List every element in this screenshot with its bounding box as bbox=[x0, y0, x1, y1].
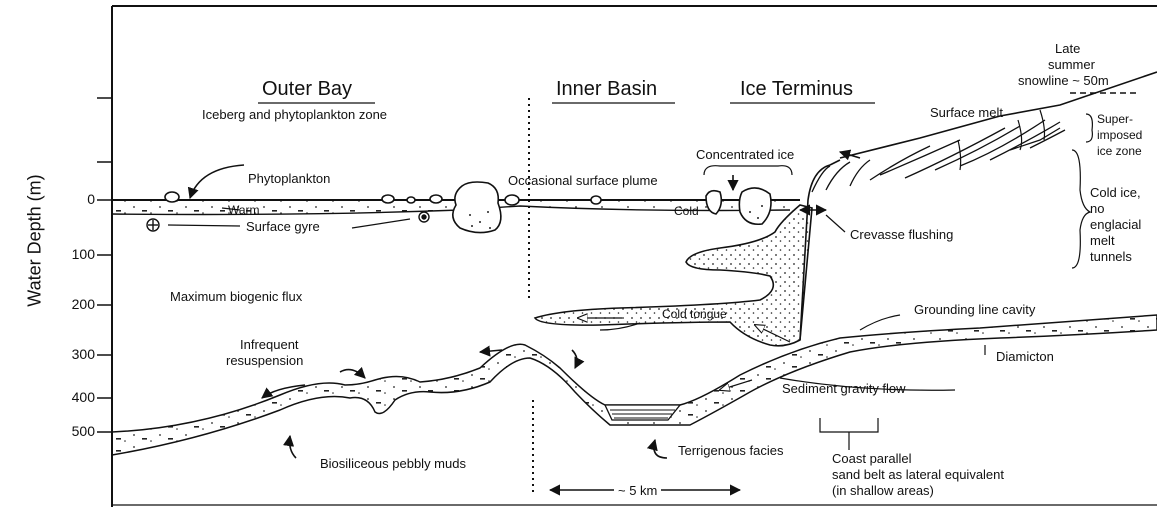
label-scale: ~ 5 km bbox=[614, 484, 661, 499]
label-surface-gyre: Surface gyre bbox=[246, 220, 320, 235]
zone-title-inner-basin: Inner Basin bbox=[556, 78, 657, 101]
label-snowline-3: snowline ~ 50m bbox=[1018, 74, 1109, 89]
label-superimposed-1: Super- bbox=[1097, 113, 1133, 127]
label-cold-ice-5: tunnels bbox=[1090, 250, 1132, 265]
label-max-biogenic: Maximum biogenic flux bbox=[170, 290, 302, 305]
label-sediment-gravity: Sediment gravity flow bbox=[782, 382, 906, 397]
tick-200: 200 bbox=[55, 296, 95, 312]
label-cold: Cold bbox=[674, 205, 699, 219]
label-surface-melt: Surface melt bbox=[930, 106, 1003, 121]
label-cold-ice-3: englacial bbox=[1090, 218, 1141, 233]
label-superimposed-3: ice zone bbox=[1097, 145, 1142, 159]
label-cold-ice-4: melt bbox=[1090, 234, 1115, 249]
label-cold-ice-1: Cold ice, bbox=[1090, 186, 1141, 201]
label-infrequent-1: Infrequent bbox=[240, 338, 299, 353]
label-snowline-1: Late bbox=[1055, 42, 1080, 57]
label-warm: Warm bbox=[228, 204, 260, 218]
label-superimposed-2: imposed bbox=[1097, 129, 1142, 143]
meltwater-plumes bbox=[535, 205, 812, 346]
label-phytoplankton: Phytoplankton bbox=[248, 172, 330, 187]
label-surface-plume: Occasional surface plume bbox=[508, 174, 658, 189]
tick-500: 500 bbox=[55, 423, 95, 439]
zone-title-ice-terminus: Ice Terminus bbox=[740, 78, 853, 101]
label-terrigenous: Terrigenous facies bbox=[678, 444, 784, 459]
y-axis-label: Water Depth (m) bbox=[25, 161, 46, 321]
zone-subtitle-outer-bay: Iceberg and phytoplankton zone bbox=[202, 108, 387, 123]
label-coast-parallel-3: (in shallow areas) bbox=[832, 484, 934, 499]
label-concentrated-ice: Concentrated ice bbox=[696, 148, 794, 163]
tick-0: 0 bbox=[55, 191, 95, 207]
label-biosiliceous: Biosiliceous pebbly muds bbox=[320, 457, 466, 472]
label-coast-parallel-1: Coast parallel bbox=[832, 452, 912, 467]
zone-title-outer-bay: Outer Bay bbox=[262, 78, 352, 101]
label-cold-ice-2: no bbox=[1090, 202, 1104, 217]
label-snowline-2: summer bbox=[1048, 58, 1095, 73]
tick-100: 100 bbox=[55, 246, 95, 262]
label-diamicton: Diamicton bbox=[996, 350, 1054, 365]
label-infrequent-2: resuspension bbox=[226, 354, 303, 369]
label-grounding-line: Grounding line cavity bbox=[914, 303, 1035, 318]
y-ticks bbox=[97, 98, 112, 432]
label-crevasse-flushing: Crevasse flushing bbox=[850, 228, 953, 243]
tick-300: 300 bbox=[55, 346, 95, 362]
sea-floor bbox=[112, 315, 1157, 455]
label-coast-parallel-2: sand belt as lateral equivalent bbox=[832, 468, 1004, 483]
label-cold-tongue: Cold tongue bbox=[662, 308, 727, 322]
tick-400: 400 bbox=[55, 389, 95, 405]
